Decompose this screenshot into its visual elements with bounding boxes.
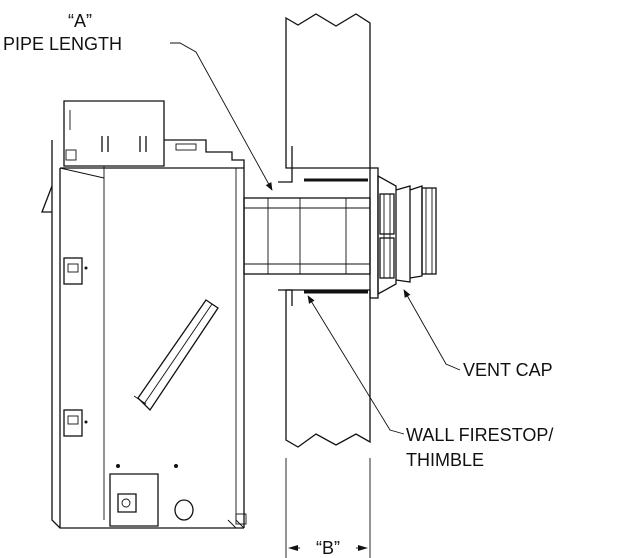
label-b-dimension: “B” — [316, 538, 340, 558]
fireplace-appliance — [41, 100, 247, 529]
pipe-length-leader — [170, 42, 273, 191]
label-pipe-length: PIPE LENGTH — [3, 34, 122, 54]
label-vent-cap: VENT CAP — [463, 360, 553, 380]
b-dimension — [288, 545, 368, 551]
label-thimble: THIMBLE — [406, 450, 484, 470]
label-wall-firestop: WALL FIRESTOP/ — [406, 425, 553, 445]
vent-cap-leader — [403, 289, 461, 371]
wall-section — [285, 13, 371, 558]
label-a-quote: “A” — [68, 11, 92, 31]
firestop-leader — [307, 295, 405, 435]
wall-firestop — [278, 146, 368, 306]
vent-cap — [369, 167, 437, 299]
vent-pipe — [243, 197, 371, 275]
